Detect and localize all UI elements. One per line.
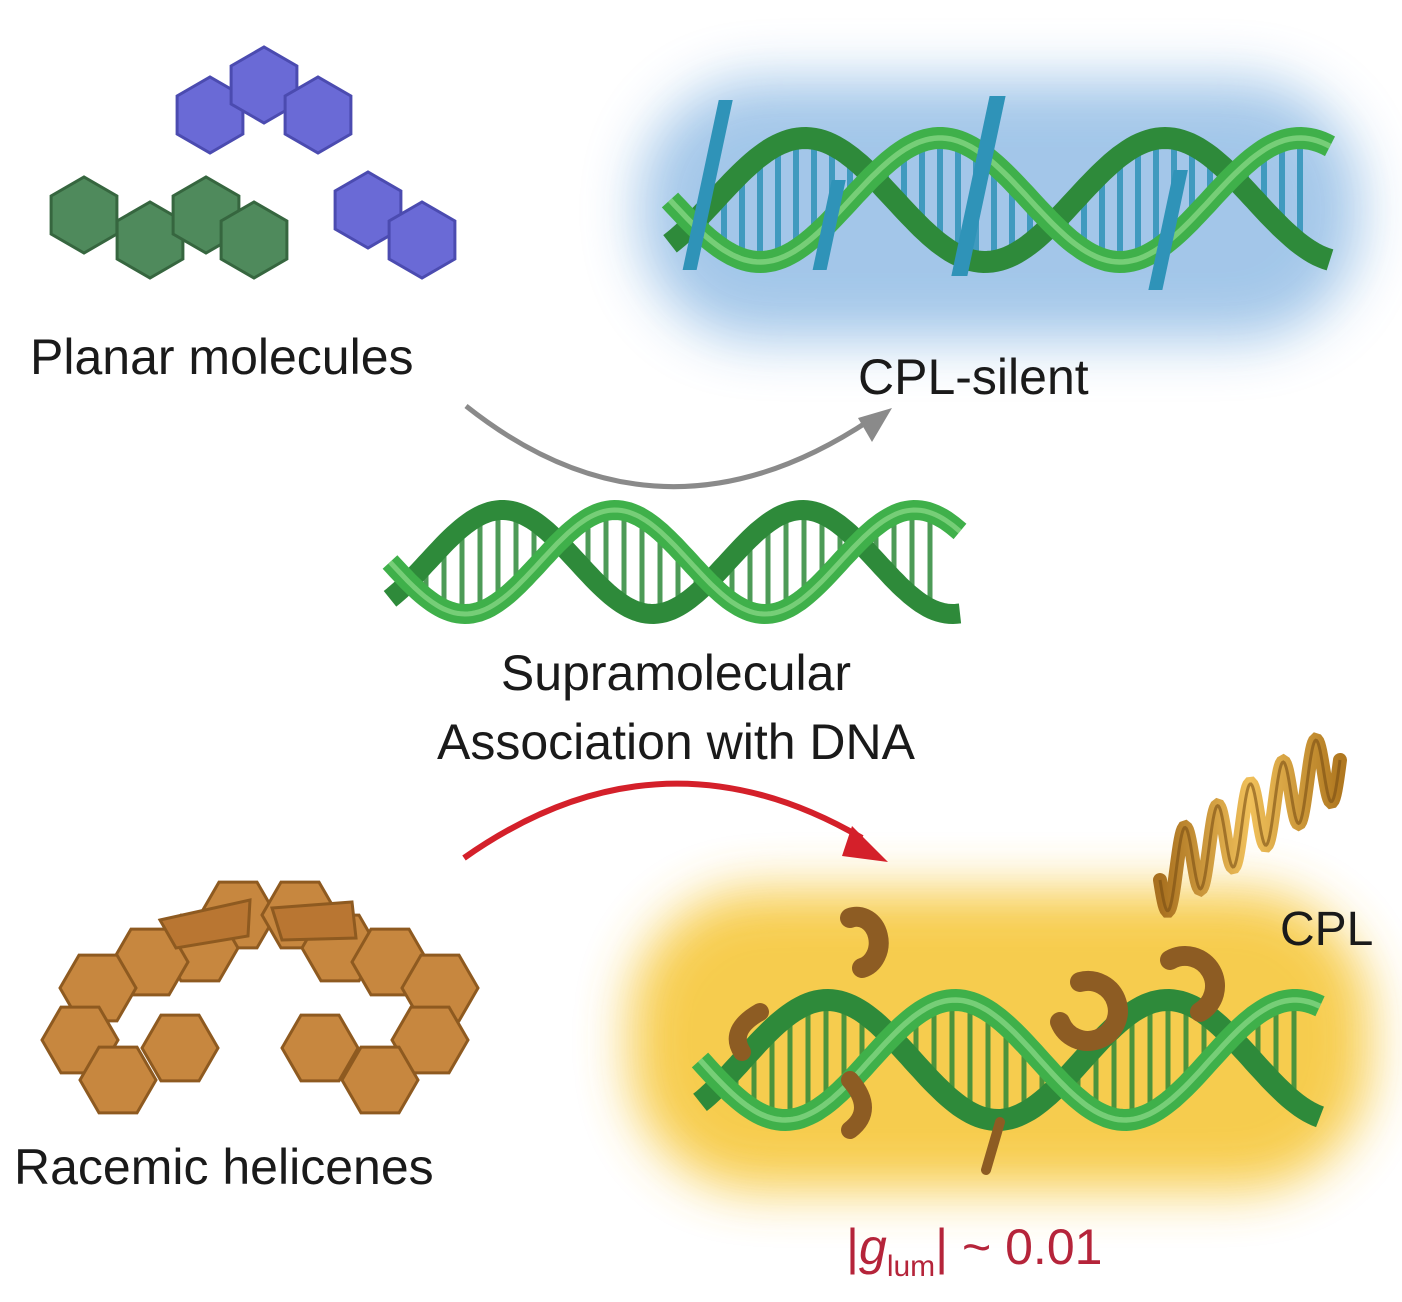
association-label: Association with DNA bbox=[437, 714, 915, 770]
planar-molecules-label: Planar molecules bbox=[30, 329, 414, 385]
helix-highlight bbox=[667, 135, 1332, 265]
helicene-ring bbox=[58, 953, 138, 1023]
cpl-silent-label: CPL-silent bbox=[858, 349, 1089, 405]
hexagon bbox=[229, 45, 299, 125]
helix-strand bbox=[693, 988, 1324, 1132]
supramolecular-label: Supramolecular bbox=[500, 645, 852, 701]
helicene-ring bbox=[280, 1013, 360, 1083]
glum-value: | ~ 0.01 bbox=[935, 1219, 1103, 1275]
intercalated-base bbox=[1148, 170, 1188, 290]
hexagon-cluster-icon bbox=[49, 45, 457, 280]
glum-value-label: |glum| ~ 0.01 bbox=[846, 1222, 1102, 1282]
hexagon bbox=[333, 170, 403, 250]
intercalated-base bbox=[812, 180, 846, 270]
helix-strand bbox=[663, 126, 1334, 274]
hexagon bbox=[219, 200, 289, 280]
hexagon bbox=[49, 175, 119, 255]
double-helix-icon bbox=[691, 988, 1325, 1132]
helicene-ring bbox=[78, 1045, 158, 1115]
bound-helicene-icon bbox=[728, 906, 1225, 1175]
intercalated-base bbox=[951, 96, 1006, 276]
helicene-overlap bbox=[157, 898, 252, 950]
helix-highlight bbox=[388, 507, 962, 617]
double-helix-icon bbox=[661, 96, 1336, 290]
helicene-icon bbox=[40, 880, 480, 1115]
arrow-red bbox=[462, 780, 888, 862]
hexagon bbox=[387, 200, 457, 280]
wave-edge bbox=[1158, 738, 1342, 913]
racemic-helicenes-label: Racemic helicenes bbox=[14, 1139, 434, 1195]
helicene-overlap bbox=[270, 900, 358, 942]
glum-symbol: g bbox=[859, 1219, 887, 1275]
hexagon bbox=[283, 75, 353, 155]
helicene-ring bbox=[140, 1013, 220, 1083]
helicene-ring bbox=[400, 953, 480, 1023]
glum-bar-left: | bbox=[846, 1219, 859, 1275]
helix-highlight bbox=[697, 997, 1322, 1123]
cpl-label: CPL bbox=[1280, 903, 1374, 956]
helicene-ring bbox=[340, 1045, 420, 1115]
helicene-ring bbox=[390, 1005, 470, 1075]
intercalated-base bbox=[682, 100, 733, 270]
glum-subscript: lum bbox=[886, 1250, 936, 1283]
double-helix-icon bbox=[382, 499, 967, 625]
circularly-polarized-wave-icon bbox=[1153, 732, 1347, 918]
arrow-grey bbox=[464, 404, 892, 490]
